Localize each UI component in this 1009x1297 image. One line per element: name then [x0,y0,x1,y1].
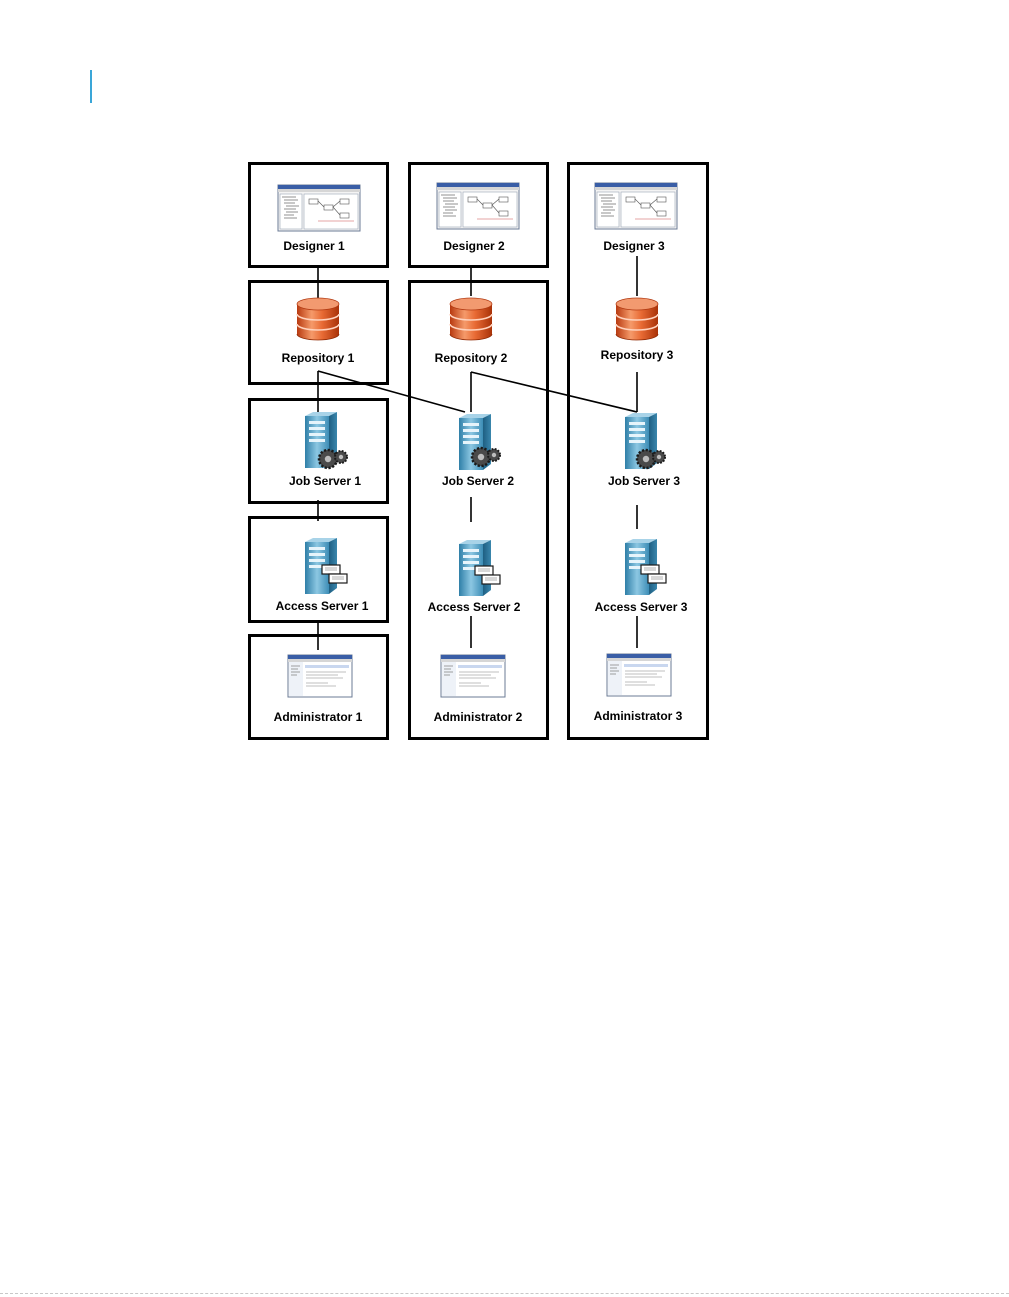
access-server-3-label: Access Server 3 [595,600,688,614]
administrator-icon [607,654,671,696]
designer-icon [278,185,360,231]
repository-2-label: Repository 2 [435,351,508,365]
job-server-1-label: Job Server 1 [289,474,361,488]
repository-database-icon [450,298,492,340]
repository-database-icon [616,298,658,340]
repository-database-icon [297,298,339,340]
administrator-1-label: Administrator 1 [274,710,363,724]
designer-icon [595,183,677,229]
administrator-2-label: Administrator 2 [434,710,523,724]
gears-icon [319,450,347,468]
job-server-3-label: Job Server 3 [608,474,680,488]
repository-1-label: Repository 1 [282,351,355,365]
designer-icon [437,183,519,229]
administrator-3-label: Administrator 3 [594,709,683,723]
designer-3-label: Designer 3 [603,239,665,253]
job-server-2-label: Job Server 2 [442,474,514,488]
designer-1-label: Designer 1 [283,239,345,253]
designer-2-label: Designer 2 [443,239,505,253]
administrator-icon [441,655,505,697]
administrator-icon [288,655,352,697]
gears-icon [637,450,665,468]
repository-3-label: Repository 3 [601,348,674,362]
access-server-2-label: Access Server 2 [428,600,521,614]
gears-icon [472,448,500,466]
page-bottom-edge [0,1293,1009,1295]
access-server-1-label: Access Server 1 [276,599,369,613]
